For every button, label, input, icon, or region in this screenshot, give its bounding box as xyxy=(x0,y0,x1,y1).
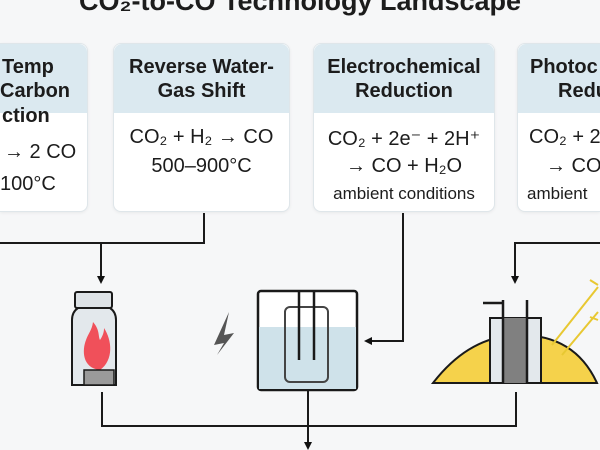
card-thermal-carbon-reduction: Temp Carbon ction → 2 CO 100°C xyxy=(0,43,88,212)
card-header-line: Redu xyxy=(558,80,600,102)
card-header-line: Electrochemical xyxy=(327,56,481,78)
card-header xyxy=(0,44,87,113)
card-header-line: Temp xyxy=(2,56,54,78)
card-header-line: Carbon xyxy=(0,80,70,102)
connector-rwgs xyxy=(0,213,205,282)
card-header-line: Photoc xyxy=(530,56,598,78)
card-body-line: CO₂ + H₂ → CO xyxy=(129,126,274,148)
page-title: CO₂-to-CO Technology Landscape xyxy=(78,0,522,16)
card-body-line: 500–900°C xyxy=(151,155,252,177)
card-electrochemical-reduction: Electrochemical Reduction CO₂ + 2e⁻ + 2H… xyxy=(313,43,495,212)
card-body-line: ambient conditions xyxy=(333,184,475,203)
connector-photocatalytic xyxy=(511,242,600,284)
card-body-line: CO₂ + 2 xyxy=(529,126,600,148)
card-body-line: → CO + H₂O xyxy=(345,155,463,177)
card-header xyxy=(114,44,289,113)
card-header-line: Gas Shift xyxy=(157,80,246,102)
card-body-line: → CO xyxy=(546,155,600,177)
furnace-icon xyxy=(71,291,117,386)
card-header xyxy=(314,44,494,113)
card-header xyxy=(518,44,600,113)
card-body-line: CO₂ + 2e⁻ + 2H⁺ xyxy=(327,128,481,150)
card-reverse-water-gas-shift: Reverse Water- Gas Shift CO₂ + H₂ → CO 5… xyxy=(113,43,290,212)
connector-electrochemical xyxy=(364,213,404,345)
card-header-line: Reduction xyxy=(355,80,453,102)
lightning-icon xyxy=(214,312,234,355)
card-body-line: ction xyxy=(2,105,50,127)
photocatalytic-reactor-icon xyxy=(430,279,599,384)
electrochemical-cell-icon xyxy=(256,289,359,392)
card-body-line: ambient xyxy=(527,184,588,203)
card-photocatalytic-reduction: Photoc Redu CO₂ + 2 → CO ambient xyxy=(517,43,600,212)
flame-icon xyxy=(83,322,111,370)
sunlight-rays-icon xyxy=(551,279,599,356)
card-body-line: 100°C xyxy=(0,173,56,195)
card-header-line: Reverse Water- xyxy=(129,56,274,78)
card-body-line: → 2 CO xyxy=(4,141,77,163)
